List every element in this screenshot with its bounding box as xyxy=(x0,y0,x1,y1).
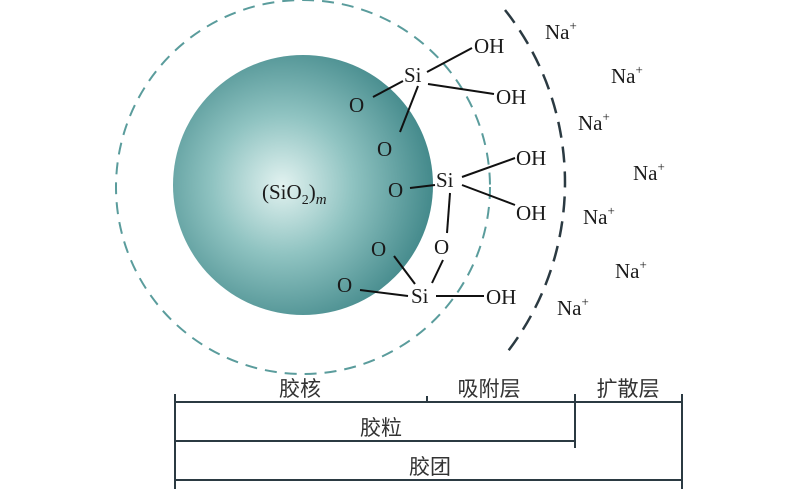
si-atom: Si xyxy=(436,168,454,192)
oh-group: OH xyxy=(474,34,504,58)
label-core: 胶核 xyxy=(279,377,321,401)
o-atom: O xyxy=(371,237,386,261)
o-atom: O xyxy=(337,273,352,297)
o-atom: O xyxy=(388,178,403,202)
core-formula: (SiO2)m xyxy=(262,180,327,208)
sio2-core-sphere xyxy=(173,55,433,315)
si-atom: Si xyxy=(411,284,429,308)
na-ion: Na+ xyxy=(578,109,610,135)
oh-group: OH xyxy=(486,285,516,309)
diffusion-layer-boundary xyxy=(504,9,567,356)
na-ion: Na+ xyxy=(611,62,643,88)
na-ion: Na+ xyxy=(615,257,647,283)
oh-group: OH xyxy=(516,146,546,170)
adsorption-layer-boundary xyxy=(115,0,491,375)
oh-group: OH xyxy=(496,85,526,109)
oh-group: OH xyxy=(516,201,546,225)
na-ion: Na+ xyxy=(557,294,589,320)
scale-brackets xyxy=(174,394,683,489)
label-micelle: 胶团 xyxy=(409,455,451,479)
o-atom: O xyxy=(377,137,392,161)
o-atom: O xyxy=(434,235,449,259)
label-diffusion-layer: 扩散层 xyxy=(597,377,660,401)
sodium-ions: Na+ Na+ Na+ Na+ Na+ Na+ Na+ xyxy=(545,18,665,320)
na-ion: Na+ xyxy=(633,159,665,185)
na-ion: Na+ xyxy=(545,18,577,44)
label-colloidal-particle: 胶粒 xyxy=(360,416,402,440)
si-atom: Si xyxy=(404,63,422,87)
label-adsorption-layer: 吸附层 xyxy=(458,377,521,401)
bonds xyxy=(359,47,516,297)
na-ion: Na+ xyxy=(583,203,615,229)
o-atom: O xyxy=(349,93,364,117)
